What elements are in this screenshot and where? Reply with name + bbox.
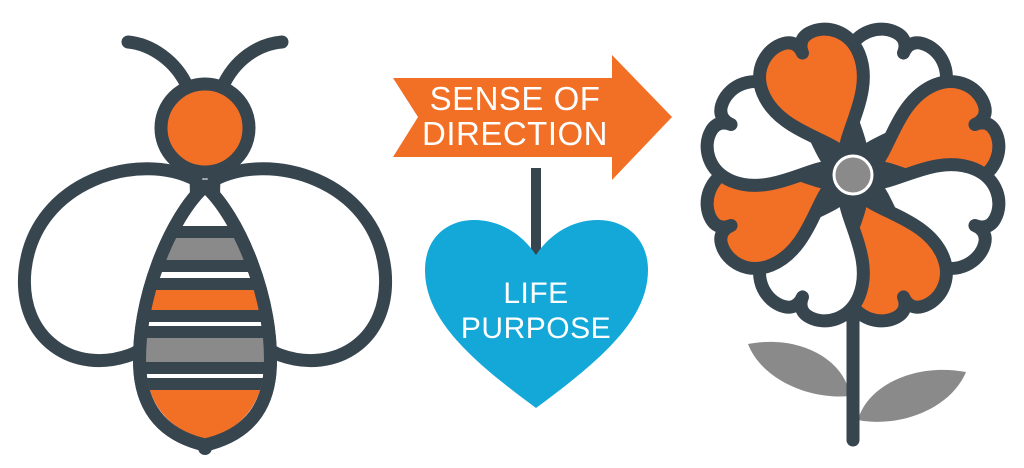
flower-leaf-right xyxy=(858,369,966,422)
arrow-sign-icon xyxy=(393,55,672,180)
bee-stinger xyxy=(198,441,212,455)
heart-icon xyxy=(425,220,648,408)
bee-antenna-right xyxy=(215,35,289,95)
bee-antenna-left xyxy=(121,35,195,95)
bee-head xyxy=(154,77,256,179)
heart-line-2: PURPOSE xyxy=(461,312,611,345)
flower-icon xyxy=(700,22,1006,447)
flower-petal xyxy=(753,22,870,162)
flower-leaf-left xyxy=(748,341,850,397)
sign-line-2: DIRECTION xyxy=(422,115,608,152)
sign-line-1: SENSE OF xyxy=(430,80,601,117)
heart-line-1: LIFE xyxy=(503,277,568,310)
flower-petals xyxy=(700,22,1006,328)
